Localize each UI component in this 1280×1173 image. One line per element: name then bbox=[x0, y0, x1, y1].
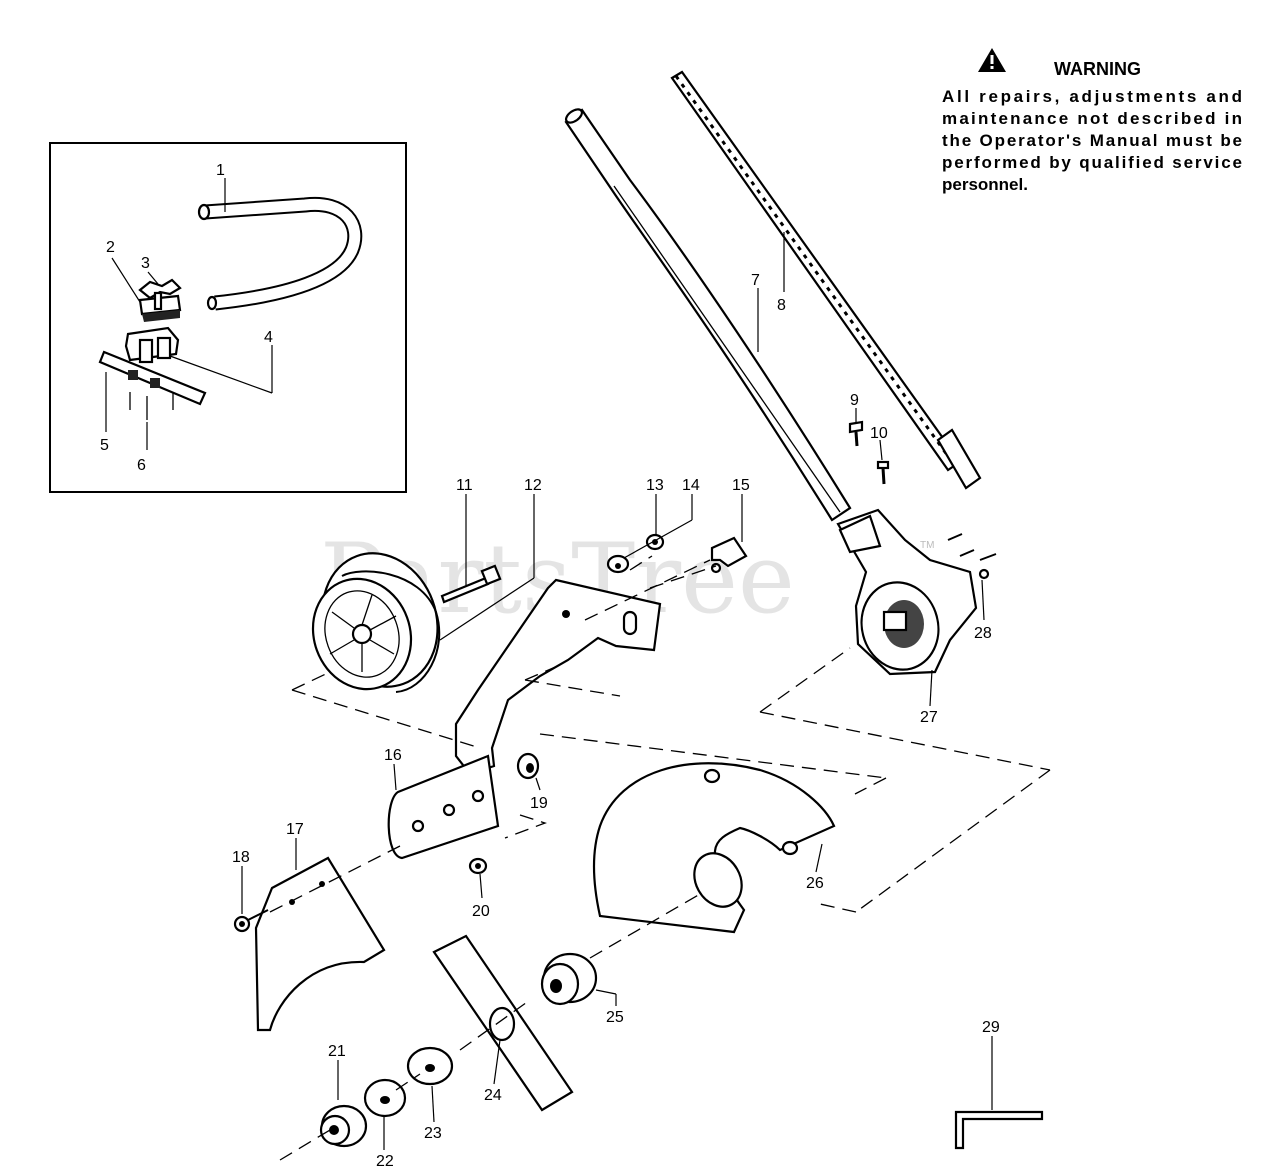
part-washer-19 bbox=[516, 752, 540, 780]
part-gearhead bbox=[836, 508, 978, 676]
callout-16: 16 bbox=[384, 747, 402, 764]
callout-26: 26 bbox=[806, 875, 824, 892]
callout-7: 7 bbox=[751, 272, 760, 289]
callout-27: 27 bbox=[920, 709, 938, 726]
watermark-trademark: TM bbox=[920, 540, 934, 551]
callout-9: 9 bbox=[850, 392, 859, 409]
callout-21: 21 bbox=[328, 1043, 346, 1060]
callout-23: 23 bbox=[424, 1125, 442, 1142]
assembly-lines bbox=[269, 555, 1051, 1161]
part-blade-guard bbox=[592, 762, 836, 934]
callout-19: 19 bbox=[530, 795, 548, 812]
callout-28: 28 bbox=[974, 625, 992, 642]
warning-line-3: the Operator's Manual must be bbox=[942, 131, 1242, 150]
part-washer-23 bbox=[406, 1046, 454, 1086]
callout-17: 17 bbox=[286, 821, 304, 838]
part-screw-9 bbox=[848, 420, 864, 447]
part-edger-arm bbox=[454, 578, 662, 776]
callout-4: 4 bbox=[264, 329, 273, 346]
part-knob-15 bbox=[710, 536, 748, 574]
part-wheel bbox=[311, 552, 441, 693]
callout-8: 8 bbox=[777, 297, 786, 314]
part-nut-20 bbox=[468, 857, 488, 875]
part-hex-key bbox=[954, 1110, 1044, 1150]
warning-title: WARNING bbox=[1054, 59, 1141, 79]
callout-18: 18 bbox=[232, 849, 250, 866]
leader-lines bbox=[105, 178, 993, 1150]
part-screw-18 bbox=[233, 909, 269, 933]
part-washer-22 bbox=[363, 1078, 407, 1118]
callout-1: 1 bbox=[216, 162, 225, 179]
part-nut-21 bbox=[319, 1104, 368, 1148]
inset-box bbox=[49, 142, 407, 493]
callout-11: 11 bbox=[456, 477, 473, 494]
part-shaft-section bbox=[98, 350, 207, 420]
part-wheel-bolt bbox=[440, 564, 502, 604]
callout-13: 13 bbox=[646, 477, 664, 494]
callout-24: 24 bbox=[484, 1087, 502, 1104]
part-washer-14 bbox=[606, 554, 630, 574]
part-adapter bbox=[540, 952, 598, 1006]
callout-15: 15 bbox=[732, 477, 750, 494]
part-screws-28 bbox=[947, 533, 997, 580]
callout-25: 25 bbox=[606, 1009, 624, 1026]
part-handle-tube bbox=[197, 196, 363, 311]
warning-line-5: personnel. bbox=[942, 175, 1028, 194]
warning-line-4: performed by qualified service bbox=[942, 153, 1242, 172]
part-knob bbox=[138, 278, 182, 311]
callout-10: 10 bbox=[870, 425, 888, 442]
callout-22: 22 bbox=[376, 1153, 394, 1170]
part-drive-shaft bbox=[670, 70, 982, 490]
part-screw-10 bbox=[876, 460, 890, 485]
warning-line-2: maintenance not described in bbox=[942, 109, 1242, 128]
part-shoe bbox=[254, 856, 386, 1032]
callout-29: 29 bbox=[982, 1019, 1000, 1036]
callout-5: 5 bbox=[100, 437, 109, 454]
callout-3: 3 bbox=[141, 255, 150, 272]
part-upper-tube bbox=[564, 108, 852, 522]
callout-2: 2 bbox=[106, 239, 115, 256]
callout-20: 20 bbox=[472, 903, 490, 920]
callout-labels: 1 2 3 4 5 6 7 8 9 10 11 12 13 14 15 16 1… bbox=[100, 162, 1000, 1170]
warning-icon bbox=[978, 48, 1006, 72]
part-handle-clamp bbox=[124, 326, 180, 364]
part-bracket-plate bbox=[387, 754, 500, 860]
callout-12: 12 bbox=[524, 477, 542, 494]
callout-6: 6 bbox=[137, 457, 146, 474]
part-blade bbox=[432, 934, 574, 1112]
callout-14: 14 bbox=[682, 477, 700, 494]
warning-line-1: All repairs, adjustments and bbox=[942, 87, 1242, 106]
